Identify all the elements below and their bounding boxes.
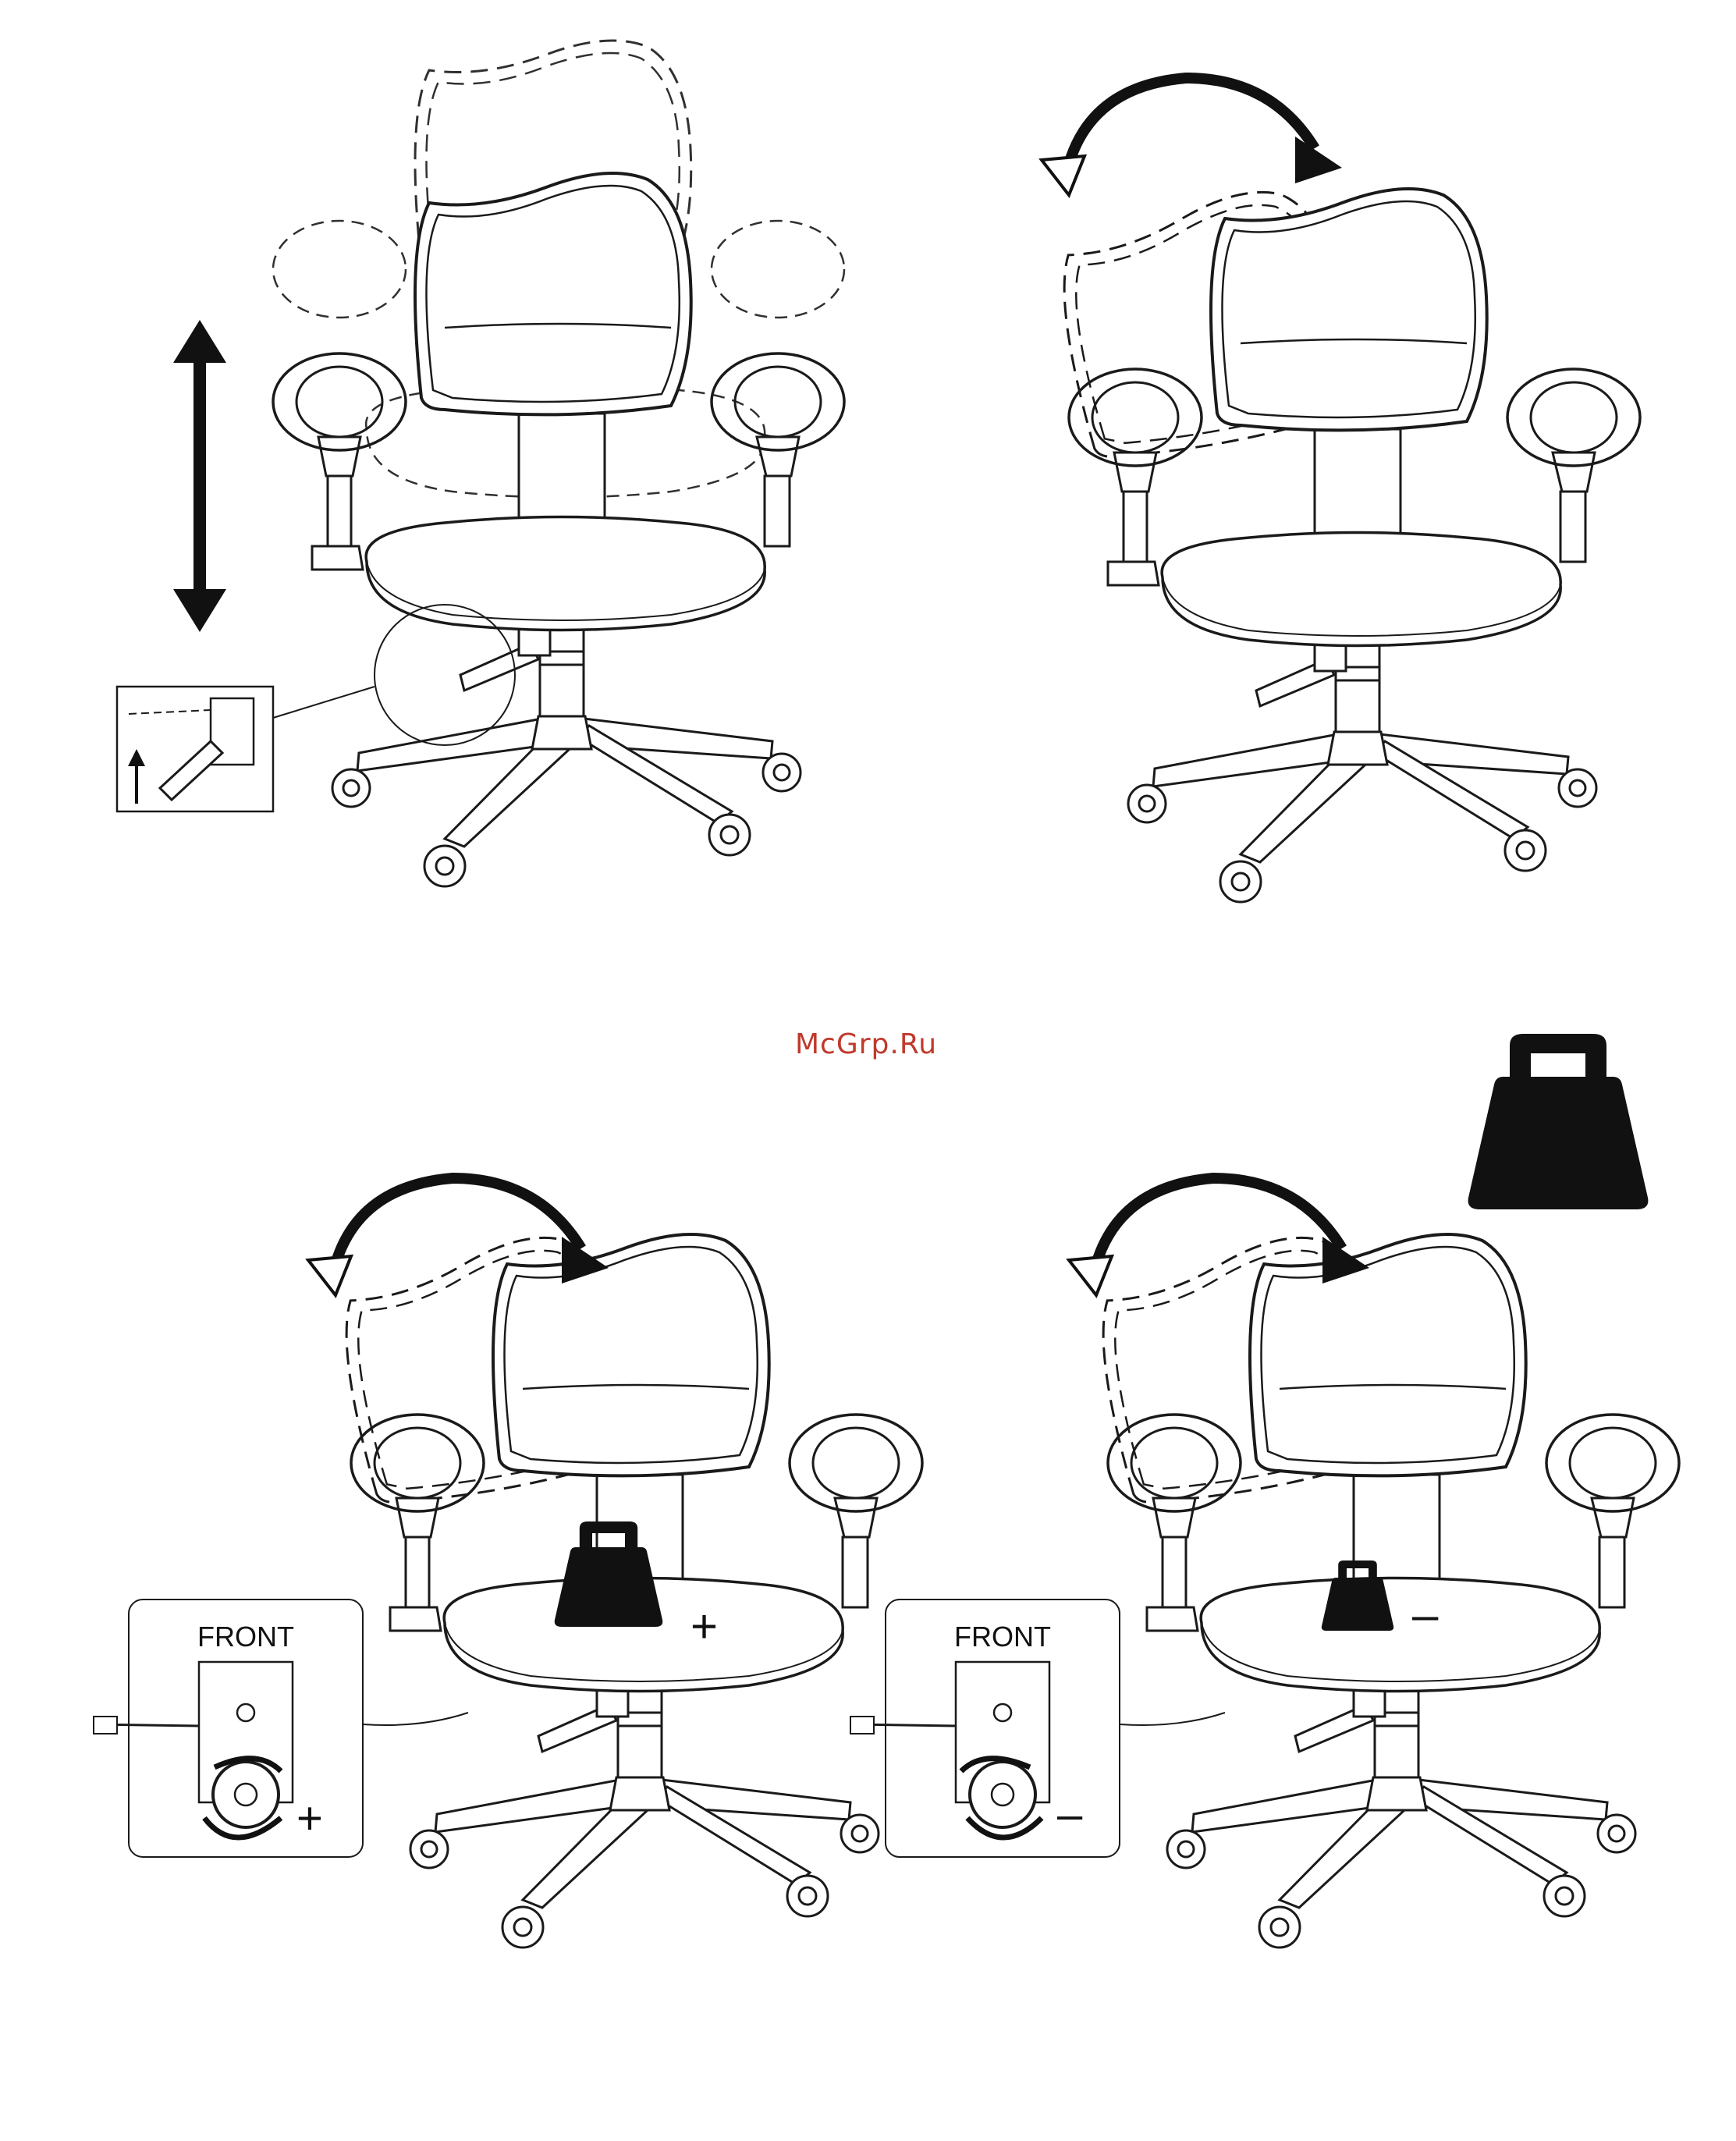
knob-inset: FRONT – — [850, 1600, 1225, 1857]
panel-tension-decrease: – FRONT – — [850, 1178, 1679, 1947]
inset-label: FRONT — [197, 1621, 294, 1653]
seat-sign: + — [690, 1600, 718, 1653]
knob-inset: FRONT + — [94, 1600, 468, 1857]
curved-tilt-arrow-icon — [1069, 1178, 1369, 1295]
curved-tilt-arrow-icon — [308, 1178, 609, 1295]
panel-tension-increase: + FRONT + — [94, 1178, 922, 1947]
panel-back-tilt — [1042, 78, 1640, 902]
weight-icon — [1468, 1034, 1649, 1209]
knob-sign: – — [1057, 1789, 1083, 1840]
panel-height-adjustment — [117, 41, 844, 886]
curved-tilt-arrow-icon — [1042, 78, 1342, 195]
inset-label: FRONT — [954, 1621, 1051, 1653]
seat-sign: – — [1412, 1589, 1439, 1641]
double-vertical-arrow-icon — [173, 320, 226, 632]
knob-sign: + — [296, 1793, 323, 1844]
watermark: McGrp.Ru — [788, 1028, 944, 1060]
